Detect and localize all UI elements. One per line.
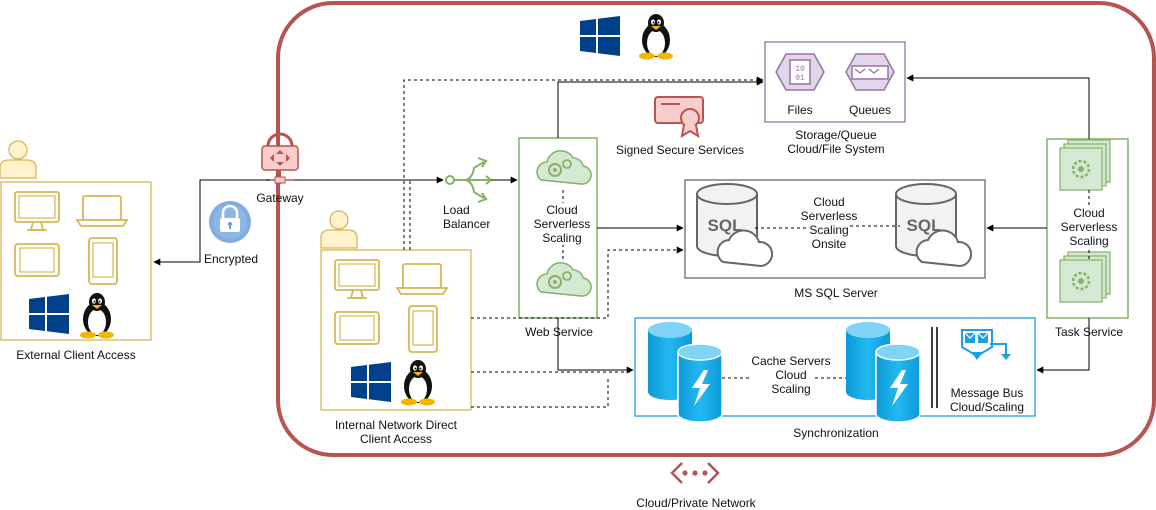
sql-text: SQL bbox=[907, 216, 942, 235]
load-balancer-icon bbox=[445, 157, 493, 203]
web-service-label: Web Service bbox=[525, 325, 593, 339]
windows-icon bbox=[580, 16, 620, 56]
queues-icon bbox=[845, 53, 895, 91]
external-client-group bbox=[0, 140, 152, 341]
files-bits-bottom: 01 bbox=[795, 74, 805, 83]
cache-line3: Scaling bbox=[771, 382, 811, 396]
sql-inner-line1: Cloud bbox=[813, 195, 845, 209]
queues-label: Queues bbox=[848, 103, 892, 117]
web-service-inner-line1: Cloud bbox=[546, 203, 578, 217]
files-icon: 10 01 bbox=[775, 53, 825, 91]
gateway-icon bbox=[261, 132, 299, 184]
sql-inner-line3: Scaling bbox=[809, 223, 849, 237]
storage-label-line2: Cloud/File System bbox=[787, 142, 885, 156]
sync-label: Synchronization bbox=[793, 426, 879, 440]
internal-client-label-line2: Client Access bbox=[359, 432, 433, 446]
lock-icon bbox=[209, 201, 251, 243]
external-user-icon bbox=[0, 140, 37, 179]
load-balancer-label-line1: Load bbox=[443, 203, 470, 217]
certificate-icon bbox=[654, 96, 704, 139]
sql-text: SQL bbox=[708, 216, 743, 235]
task-gear-icon bbox=[1058, 250, 1112, 304]
internal-client-label-line1: Internal Network Direct bbox=[334, 418, 458, 432]
task-inner-line3: Scaling bbox=[1069, 234, 1109, 248]
bus-line1: Message Bus bbox=[950, 386, 1024, 400]
web-service-inner-line3: Scaling bbox=[542, 231, 582, 245]
cache-line1: Cache Servers bbox=[751, 354, 831, 368]
cache-line2: Cloud bbox=[775, 368, 807, 382]
external-client-label: External Client Access bbox=[16, 348, 136, 362]
encrypted-label: Encrypted bbox=[203, 252, 259, 266]
internal-user-icon bbox=[320, 210, 358, 249]
files-bits-top: 10 bbox=[795, 65, 805, 74]
message-bus-icon bbox=[961, 329, 1011, 360]
internal-client-group bbox=[320, 210, 472, 411]
web-service-inner-line2: Serverless bbox=[533, 217, 591, 231]
sql-inner-line4: Onsite bbox=[811, 237, 847, 251]
storage-label-line1: Storage/Queue bbox=[795, 128, 877, 142]
task-gear-icon bbox=[1058, 138, 1112, 192]
network-icon bbox=[670, 462, 720, 484]
linux-icon bbox=[639, 14, 673, 60]
signed-services-label: Signed Secure Services bbox=[615, 143, 745, 157]
sql-server-label: MS SQL Server bbox=[794, 286, 878, 300]
network-boundary bbox=[276, 1, 1156, 457]
gateway-label: Gateway bbox=[256, 191, 304, 205]
bus-line2: Cloud/Scaling bbox=[949, 400, 1025, 414]
network-label: Cloud/Private Network bbox=[636, 496, 756, 510]
sql-inner-line2: Serverless bbox=[800, 209, 858, 223]
files-label: Files bbox=[787, 103, 813, 117]
task-service-label: Task Service bbox=[1054, 325, 1124, 339]
task-inner-line2: Serverless bbox=[1060, 220, 1118, 234]
task-inner-line1: Cloud bbox=[1073, 206, 1105, 220]
load-balancer-label-line2: Balancer bbox=[443, 217, 491, 231]
